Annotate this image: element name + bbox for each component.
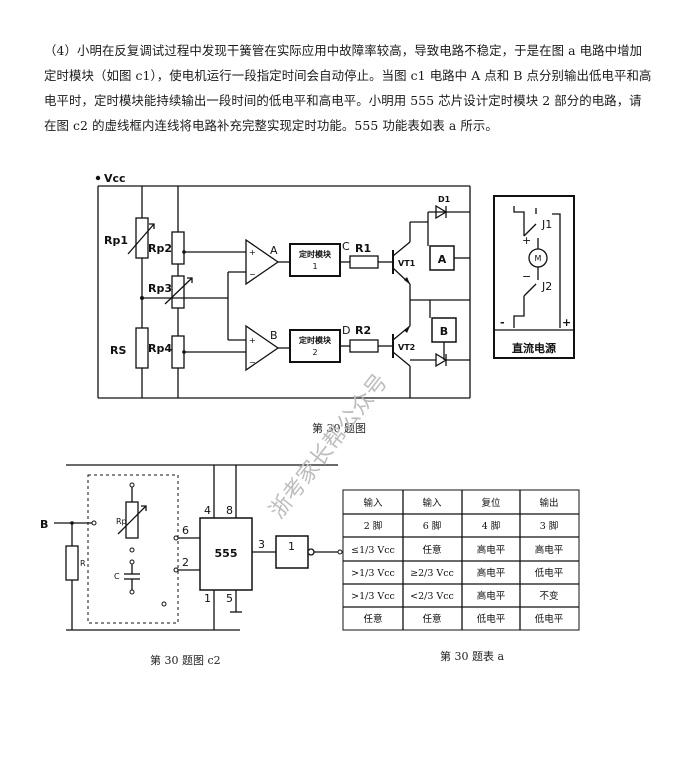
r2-resistor bbox=[349, 339, 379, 353]
timer2-number: 2 bbox=[312, 348, 317, 357]
c2-resistor-r bbox=[65, 545, 79, 581]
table-a: 输入 输入 复位 输出 2 脚 6 脚 4 脚 3 脚 ≤1/3 Vcc 任意 … bbox=[342, 489, 580, 663]
dc-minus: - bbox=[500, 316, 505, 329]
table-header: 输出 bbox=[539, 497, 558, 509]
table-cell: 高电平 bbox=[477, 567, 506, 579]
rp2-resistor bbox=[171, 231, 185, 265]
point-d-label: D bbox=[342, 324, 350, 337]
figure-c1-caption: 第 30 题图 bbox=[312, 421, 366, 435]
table-cell: 3 脚 bbox=[540, 521, 559, 532]
circuit-c1: Vcc Rp1 RS Rp2 Rp3 Rp4 bbox=[95, 172, 575, 435]
pin5-label: 5 bbox=[226, 592, 233, 605]
dashed-box bbox=[87, 474, 179, 624]
timer-module-1 bbox=[289, 243, 341, 277]
pin4-label: 4 bbox=[204, 504, 211, 517]
svg-text:+: + bbox=[249, 336, 256, 345]
table-cell: 低电平 bbox=[477, 613, 506, 625]
table-cell: 不变 bbox=[539, 590, 559, 602]
not-gate bbox=[275, 535, 309, 569]
motor-minus: − bbox=[522, 270, 531, 283]
table-header: 输入 bbox=[363, 497, 383, 509]
question-text: （4）小明在反复调试过程中发现干簧管在实际应用中故障率较高，导致电路不稳定，于是… bbox=[44, 43, 652, 133]
c2-rp-label: Rp bbox=[116, 517, 127, 526]
timer1-number: 1 bbox=[312, 262, 317, 271]
vcc-terminal bbox=[95, 175, 101, 181]
table-cell: ≥2/3 Vcc bbox=[410, 568, 454, 579]
svg-text:+: + bbox=[249, 248, 256, 257]
j2-switch bbox=[523, 283, 537, 297]
motor-plus: + bbox=[522, 234, 531, 247]
pin1-label: 1 bbox=[204, 592, 211, 605]
rp4-resistor bbox=[171, 335, 185, 369]
point-b-label: B bbox=[270, 329, 278, 342]
table-header: 输入 bbox=[422, 497, 442, 509]
j1-label: J1 bbox=[541, 218, 552, 231]
pin6-label: 6 bbox=[182, 524, 189, 537]
opamp-b bbox=[245, 324, 280, 372]
timer1-label: 定时模块 bbox=[298, 249, 332, 259]
chip-555-label: 555 bbox=[215, 547, 238, 560]
opamp-a bbox=[245, 238, 280, 286]
table-cell: 任意 bbox=[422, 613, 441, 625]
vcc-label: Vcc bbox=[104, 172, 126, 185]
table-cell: >1/3 Vcc bbox=[351, 591, 395, 602]
point-a-label: A bbox=[270, 244, 278, 257]
table-cell: <2/3 Vcc bbox=[410, 591, 454, 602]
table-cell: 6 脚 bbox=[423, 521, 442, 532]
pin8-label: 8 bbox=[226, 504, 233, 517]
timer2-label: 定时模块 bbox=[298, 335, 332, 345]
relay-a-label: A bbox=[438, 253, 447, 266]
pin3-label: 3 bbox=[258, 538, 265, 551]
rp1-label: Rp1 bbox=[104, 234, 128, 247]
table-cell: 任意 bbox=[363, 613, 382, 625]
table-cell: 高电平 bbox=[477, 590, 506, 602]
r1-label: R1 bbox=[355, 242, 371, 255]
j2-label: J2 bbox=[541, 280, 552, 293]
table-cell: 低电平 bbox=[535, 567, 564, 579]
table-cell: 4 脚 bbox=[482, 521, 501, 532]
c2-point-b-label: B bbox=[40, 518, 48, 531]
figure-c2-caption: 第 30 题图 c2 bbox=[150, 653, 221, 667]
circuit-c2: B R Rp C 6 2 555 bbox=[40, 464, 355, 667]
c2-rp-resistor bbox=[125, 501, 139, 539]
table-cell: 2 脚 bbox=[364, 521, 383, 532]
motor-label: M bbox=[535, 254, 542, 263]
pin2-label: 2 bbox=[182, 556, 189, 569]
d1-label: D1 bbox=[438, 195, 451, 204]
rp4-label: Rp4 bbox=[148, 342, 172, 355]
vt1-label: VT1 bbox=[398, 259, 416, 268]
svg-text:−: − bbox=[249, 358, 256, 367]
relay-b bbox=[431, 317, 457, 343]
table-cell: 任意 bbox=[422, 544, 441, 556]
rs-label: RS bbox=[110, 344, 126, 357]
c2-c-label: C bbox=[114, 572, 120, 581]
vt2-label: VT2 bbox=[398, 343, 415, 352]
r2-label: R2 bbox=[355, 324, 371, 337]
table-cell: ≤1/3 Vcc bbox=[351, 545, 395, 556]
rs-resistor bbox=[135, 327, 149, 369]
table-cell: >1/3 Vcc bbox=[351, 568, 395, 579]
table-a-caption: 第 30 题表 a bbox=[440, 649, 504, 663]
r1-resistor bbox=[349, 255, 379, 269]
svg-text:−: − bbox=[249, 270, 256, 279]
dc-source-label: 直流电源 bbox=[512, 341, 556, 355]
table-cell: 高电平 bbox=[535, 544, 564, 556]
table-header: 复位 bbox=[481, 497, 501, 509]
table-cell: 高电平 bbox=[477, 544, 506, 556]
dc-plus: + bbox=[562, 316, 571, 329]
chip-555 bbox=[199, 517, 253, 591]
relay-b-label: B bbox=[440, 325, 448, 338]
motor-power-box bbox=[493, 195, 575, 359]
timer-module-2 bbox=[289, 329, 341, 363]
rp2-label: Rp2 bbox=[148, 242, 172, 255]
point-c-label: C bbox=[342, 240, 350, 253]
c2-r-label: R bbox=[80, 559, 86, 568]
not-gate-label: 1 bbox=[288, 540, 295, 553]
table-cell: 低电平 bbox=[535, 613, 564, 625]
j1-switch bbox=[523, 223, 537, 237]
d1-diode bbox=[435, 204, 448, 220]
rp3-label: Rp3 bbox=[148, 282, 172, 295]
